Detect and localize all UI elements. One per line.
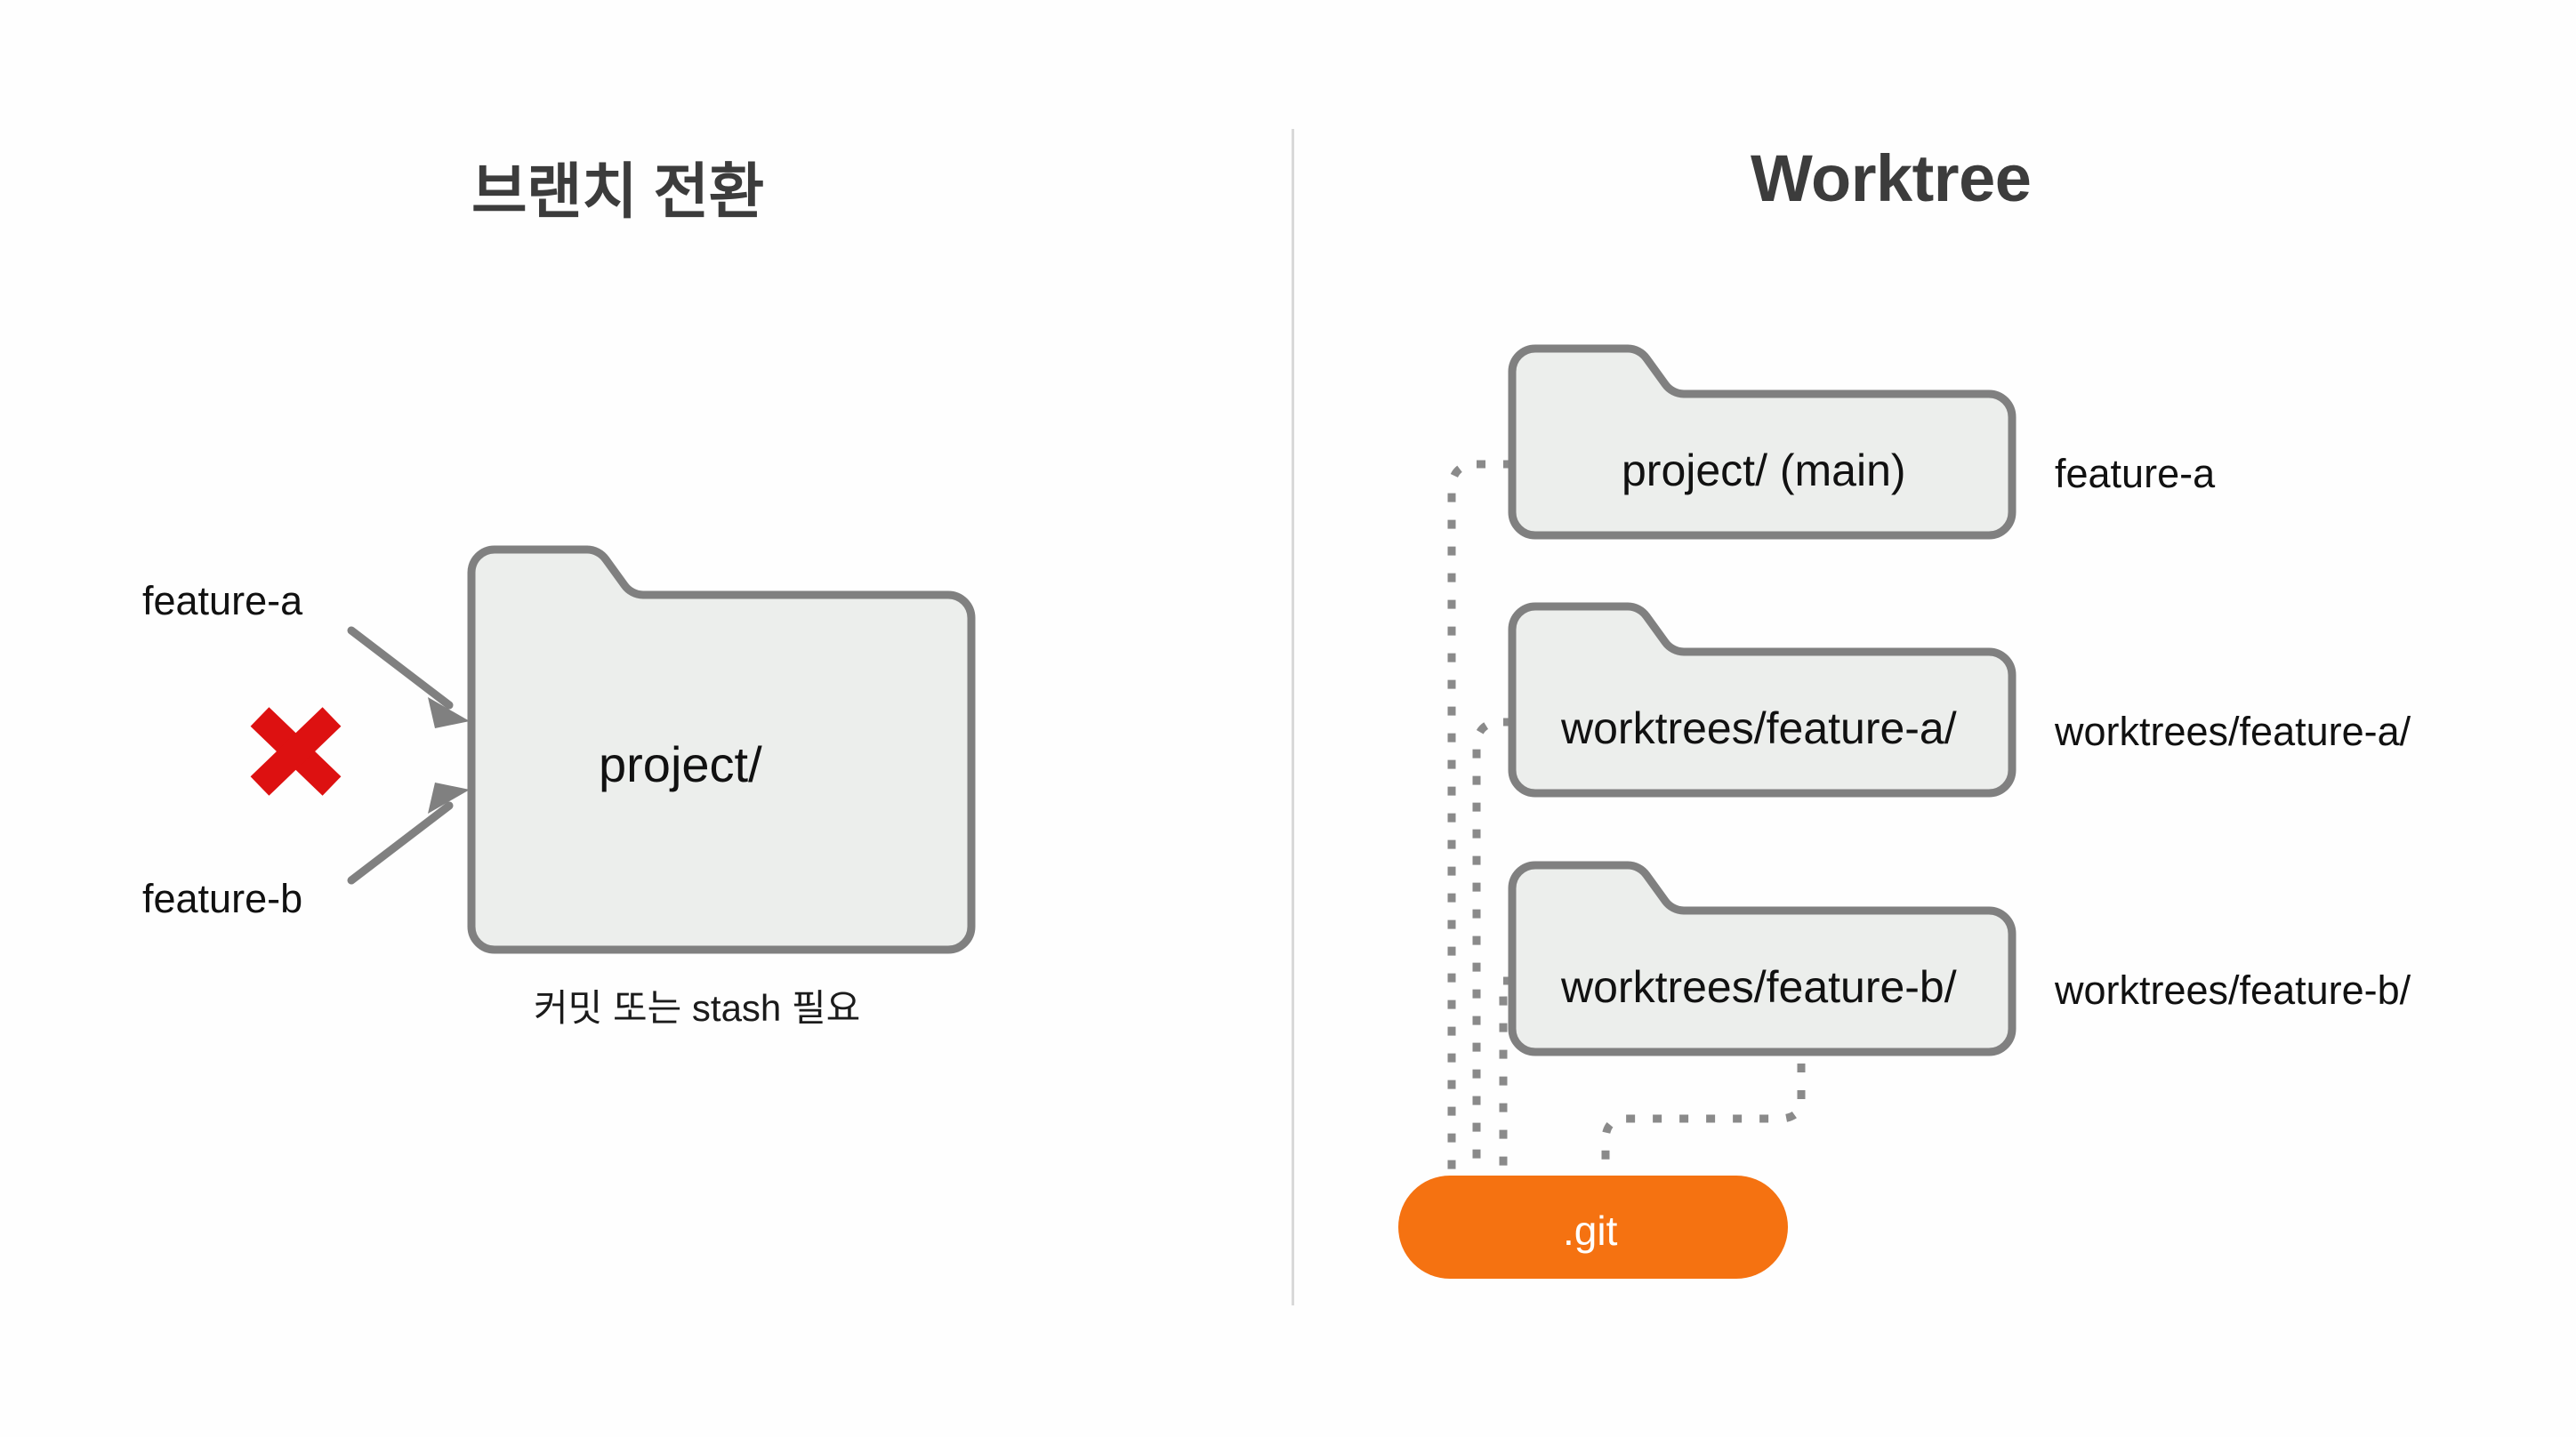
red-x-icon bbox=[250, 707, 342, 796]
right-folder-0 bbox=[1508, 344, 2017, 540]
right-panel-title: Worktree bbox=[1751, 141, 2032, 215]
connector-folder-0 bbox=[1447, 460, 1512, 1176]
arrow-feature-b bbox=[347, 783, 470, 885]
right-folder-1 bbox=[1508, 602, 2017, 798]
arrow-feature-a bbox=[347, 626, 470, 728]
left-branch-label-feature-a: feature-a bbox=[142, 578, 303, 623]
right-side-label-0: feature-a bbox=[2055, 451, 2216, 496]
git-store-pill bbox=[1398, 1176, 1788, 1279]
connector-folder-2-bottom bbox=[1601, 1064, 1806, 1176]
left-panel-caption: 커밋 또는 stash 필요 bbox=[534, 987, 861, 1029]
panel-divider bbox=[1292, 129, 1294, 1305]
connector-folder-1 bbox=[1472, 718, 1512, 1176]
right-folder-label-1: worktrees/feature-a/ bbox=[1561, 703, 1957, 753]
git-connectors bbox=[1447, 460, 1806, 1176]
left-panel-title: 브랜치 전환 bbox=[471, 158, 764, 226]
right-side-label-1: worktrees/feature-a/ bbox=[2055, 709, 2411, 754]
git-store-label: .git bbox=[1563, 1208, 1618, 1254]
left-branch-label-feature-b: feature-b bbox=[142, 876, 303, 921]
right-folder-label-0: project/ (main) bbox=[1622, 446, 1906, 495]
right-side-label-2: worktrees/feature-b/ bbox=[2055, 967, 2411, 1013]
left-project-folder bbox=[467, 545, 976, 954]
left-folder-label: project/ bbox=[599, 736, 762, 792]
right-folder-2 bbox=[1508, 861, 2017, 1056]
right-folder-label-2: worktrees/feature-b/ bbox=[1561, 962, 1957, 1012]
